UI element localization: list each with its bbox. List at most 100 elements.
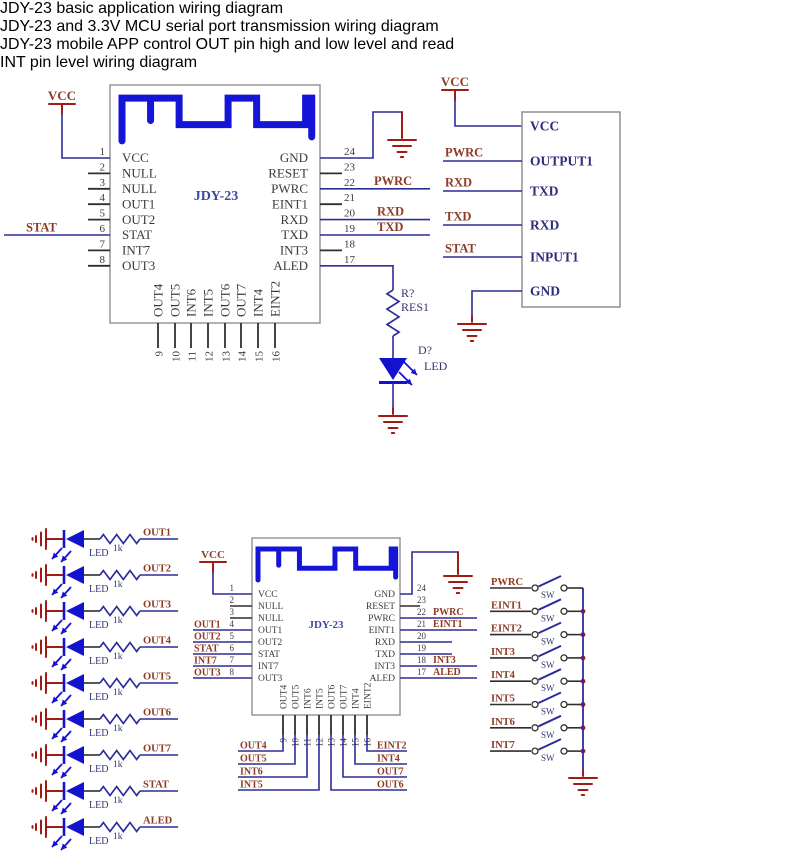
led-arrow <box>410 368 417 375</box>
diode-name: LED <box>424 359 448 373</box>
pin-name: INT5 <box>316 688 326 709</box>
pin-name: INT7 <box>258 662 279 672</box>
pin-number: 6 <box>230 643 235 653</box>
wire <box>471 290 522 316</box>
switch-contact <box>560 700 568 709</box>
led-arrow <box>52 552 59 559</box>
led-arrow <box>52 696 59 703</box>
led-arrow <box>61 555 68 562</box>
led-arrow <box>52 804 59 811</box>
mcu-pin-name: RXD <box>530 218 559 233</box>
pin-name: GND <box>280 150 308 165</box>
led-symbol <box>66 602 84 620</box>
net-label: OUT4 <box>240 741 267 752</box>
led-name: LED <box>89 620 108 631</box>
pin-name: NULL <box>258 602 284 612</box>
resistor-symbol <box>99 641 141 653</box>
pin-number: 3 <box>100 177 106 189</box>
net-label: ALED <box>143 816 173 827</box>
pin-number: 4 <box>100 192 106 204</box>
net-label: STAT <box>26 221 57 235</box>
switch-contact <box>531 607 539 615</box>
switch-contact <box>560 677 568 685</box>
net-label: OUT3 <box>194 668 221 679</box>
resistor-symbol <box>99 677 141 689</box>
led-arrow <box>61 591 68 598</box>
net-label: PWRC <box>374 174 412 188</box>
switch-name: SW <box>541 637 555 647</box>
ground-symbol <box>31 744 65 766</box>
wire <box>238 735 284 752</box>
switch-lever <box>538 621 562 635</box>
ground-symbol <box>31 780 65 802</box>
net-label: OUT7 <box>377 767 404 778</box>
led-symbol <box>66 530 84 548</box>
resistor-name: RES1 <box>401 300 429 314</box>
wire <box>320 111 402 159</box>
pin-number: 8 <box>230 667 235 677</box>
net-label: OUT6 <box>143 708 171 719</box>
pin-name: RESET <box>268 166 308 181</box>
diagram1-title: JDY-23 basic application wiring diagram … <box>0 0 800 36</box>
vcc-label: VCC <box>441 74 469 89</box>
switch-lever <box>538 714 562 728</box>
mcu-pin-name: GND <box>530 284 560 299</box>
vcc-power-symbol <box>441 89 469 101</box>
mcu-pin-name: INPUT1 <box>530 250 579 265</box>
vcc-label: VCC <box>201 549 225 561</box>
led-arrow <box>405 378 412 385</box>
net-label: OUT2 <box>194 632 221 643</box>
switch-contact <box>531 747 539 755</box>
pin-name: STAT <box>258 650 280 660</box>
net-label: OUT2 <box>143 564 171 575</box>
pin-number: 18 <box>417 655 427 665</box>
pin-number: 17 <box>344 254 356 266</box>
led-arrow <box>52 624 59 631</box>
ground-symbol <box>378 407 408 434</box>
led-arrow <box>61 771 68 778</box>
pin-number: 5 <box>100 208 106 220</box>
led-name: LED <box>89 656 108 667</box>
pin-number: 7 <box>100 238 106 250</box>
pin-name: OUT4 <box>151 283 166 317</box>
pin-number: 6 <box>100 223 106 235</box>
pin-name: TXD <box>375 650 395 660</box>
wire <box>354 735 407 765</box>
pin-number: 12 <box>204 351 216 362</box>
pin-number: 22 <box>417 607 426 617</box>
pin-name: OUT1 <box>258 626 283 636</box>
net-label: TXD <box>377 220 403 234</box>
led-name: LED <box>89 800 108 811</box>
switch-contact <box>560 724 568 732</box>
diagram-title-line: JDY-23 and 3.3V MCU serial port transmis… <box>0 18 439 35</box>
pin-name: TXD <box>281 227 308 242</box>
resistor-symbol <box>99 749 141 761</box>
pin-name: INT4 <box>352 688 362 709</box>
ground-symbol <box>387 111 417 158</box>
pin-name: OUT3 <box>122 258 155 273</box>
pin-name: INT4 <box>251 288 266 317</box>
led-arrow <box>52 732 59 739</box>
switch-lever <box>538 691 562 704</box>
net-label: INT7 <box>491 740 515 751</box>
net-label: OUT5 <box>240 754 267 765</box>
led-arrow <box>61 843 68 850</box>
switch-lever <box>538 668 562 681</box>
wire <box>238 735 320 791</box>
net-label: OUT6 <box>377 780 404 791</box>
diagram-title-line: INT pin level wiring diagram <box>0 54 198 71</box>
chip-name: JDY-23 <box>308 619 344 631</box>
switch-lever <box>538 738 562 751</box>
led-arrow <box>61 735 68 742</box>
switch-name: SW <box>541 753 555 763</box>
resistor-value: 1k <box>113 616 123 626</box>
pin-name: EINT1 <box>369 626 396 636</box>
pin-name: OUT2 <box>258 638 283 648</box>
ground-symbol <box>31 816 65 838</box>
net-label: PWRC <box>445 146 483 160</box>
ground-symbol <box>31 636 65 658</box>
pin-number: 21 <box>344 192 355 204</box>
led-arrow <box>61 807 68 814</box>
pin-number: 9 <box>154 351 166 357</box>
